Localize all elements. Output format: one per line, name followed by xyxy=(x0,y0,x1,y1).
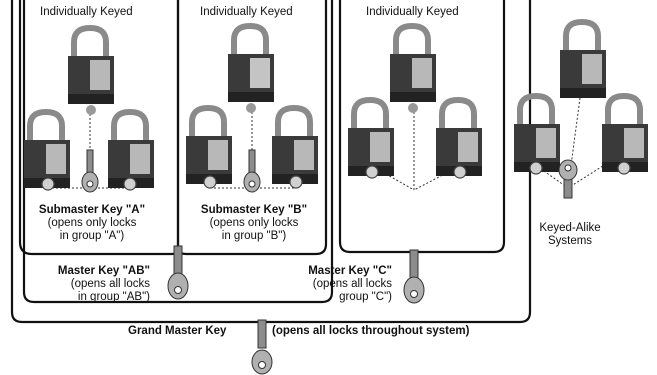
master-ab-label: Master Key "AB" (opens all locks in grou… xyxy=(30,265,150,304)
padlock xyxy=(272,104,318,184)
master-ab-key-icon xyxy=(167,245,189,300)
heading-group-c: Individually Keyed xyxy=(366,6,459,18)
submaster-b-key-icon xyxy=(243,149,261,193)
master-c-line1: (opens all locks xyxy=(312,278,392,290)
master-ab-frame xyxy=(22,0,334,304)
keyed-alike-key-icon xyxy=(558,159,578,199)
submaster-b-line2: in group "B") xyxy=(221,230,287,242)
master-ab-title: Master Key "AB" xyxy=(57,265,150,277)
grand-master-note: (opens all locks throughout system) xyxy=(272,325,470,337)
master-c-title: Master Key "C" xyxy=(308,265,392,277)
padlock xyxy=(602,92,648,172)
keyed-alike-line1: Keyed-Alike xyxy=(539,222,601,234)
heading-group-b: Individually Keyed xyxy=(200,6,293,18)
submaster-a-line2: in group "A") xyxy=(59,230,125,242)
padlock xyxy=(514,92,560,172)
grand-master-title: Grand Master Key xyxy=(128,325,227,337)
submaster-a-key-icon xyxy=(81,149,99,193)
master-c-frame xyxy=(338,0,506,254)
padlock xyxy=(348,96,394,176)
master-ab-line2: in group "AB") xyxy=(77,291,150,303)
grand-master-frame xyxy=(10,0,532,324)
padlock xyxy=(228,22,274,113)
padlocks xyxy=(24,18,648,188)
keys xyxy=(81,149,578,375)
master-c-line2: group "C") xyxy=(339,291,392,303)
master-ab-line1: (opens all locks xyxy=(70,278,150,290)
padlock xyxy=(68,24,114,115)
keyed-alike-line2: Systems xyxy=(547,235,593,247)
padlock xyxy=(436,96,482,176)
submaster-a-label: Submaster Key "A" (opens only locks in g… xyxy=(30,204,154,243)
submaster-a-title: Submaster Key "A" xyxy=(38,204,146,216)
padlock xyxy=(390,22,436,113)
master-c-key-icon xyxy=(403,249,425,304)
padlock xyxy=(186,104,232,184)
heading-group-a: Individually Keyed xyxy=(40,6,133,18)
master-c-label: Master Key "C" (opens all locks group "C… xyxy=(280,265,392,304)
keyed-alike-label: Keyed-Alike Systems xyxy=(530,222,610,248)
lock-keys xyxy=(41,161,631,191)
submaster-b-line1: (opens only locks xyxy=(209,217,299,229)
padlock xyxy=(560,18,606,98)
submaster-b-label: Submaster Key "B" (opens only locks in g… xyxy=(190,204,318,243)
grand-master-key-icon xyxy=(251,319,273,375)
padlock xyxy=(24,108,70,188)
submaster-a-line1: (opens only locks xyxy=(47,217,137,229)
submaster-b-title: Submaster Key "B" xyxy=(200,204,308,216)
padlock xyxy=(108,108,154,188)
